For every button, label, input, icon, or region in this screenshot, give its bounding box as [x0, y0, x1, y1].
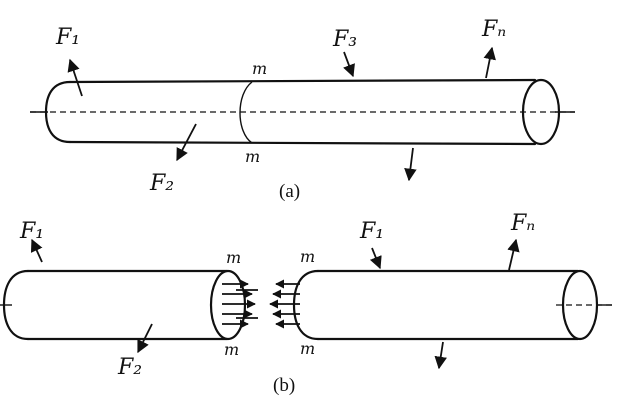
figure-a-label-Fn: Fₙ [481, 17, 506, 42]
figure-a-caption: (a) [279, 181, 300, 202]
figure-b-right-force-unlabeled-arrow [434, 341, 447, 370]
figure-a-force-Fn-arrow [483, 46, 496, 79]
figure-b-right-label-m-bottom: m [300, 339, 315, 358]
figure-a: F₁ F₂ F₃ Fₙ m m (a) [30, 17, 575, 202]
figure-b-right-label-m-top: m [300, 247, 315, 266]
figure-b-left-cut-face [209, 269, 247, 341]
figure-b-left-label-F2: F₂ [117, 355, 142, 380]
figure-b-left-part: F₁ F₂ m m [0, 219, 258, 380]
figure-a-label-F1: F₁ [55, 25, 80, 50]
figure-b-caption: (b) [273, 375, 295, 396]
figure-b-right-label-Fn: Fₙ [510, 211, 535, 236]
figure-a-top-edge [68, 78, 537, 84]
figure-a-label-m-top: m [252, 59, 267, 78]
figure-b-right-force-Fn-arrow [507, 238, 520, 271]
figure-a-label-F2: F₂ [149, 171, 174, 196]
figure-a-right-end [521, 78, 561, 146]
figure-b-right-force-F1-arrow [369, 247, 382, 270]
figure-a-left-end [44, 80, 72, 144]
figure-b-left-force-F2-arrow [137, 323, 153, 354]
figure-b-left-label-m-bottom: m [224, 340, 239, 359]
figure-b-left-end [2, 269, 30, 341]
figure-b-right-cut-face [292, 269, 320, 341]
figure-a-label-m-bottom: m [245, 147, 260, 166]
figure-a-label-F3: F₃ [332, 27, 357, 52]
figure-b-right-part: F₁ Fₙ m m [269, 211, 612, 370]
figure-a-force-F3-arrow [343, 51, 355, 78]
figure-b-left-force-F1-arrow [30, 238, 43, 263]
figure-b-right-label-F1: F₁ [359, 219, 384, 244]
figure-a-bottom-edge [68, 140, 537, 146]
figure-a-force-F1-arrow [67, 58, 83, 97]
figure-b-left-label-m-top: m [226, 248, 241, 267]
figure-a-force-unlabeled-arrow [404, 147, 417, 182]
figure-a-force-F2-arrow [176, 123, 197, 162]
figure-b-left-internal-forces [222, 279, 258, 329]
figure-a-section-mm [239, 81, 253, 144]
figure-b-left-label-F1: F₁ [19, 219, 44, 244]
